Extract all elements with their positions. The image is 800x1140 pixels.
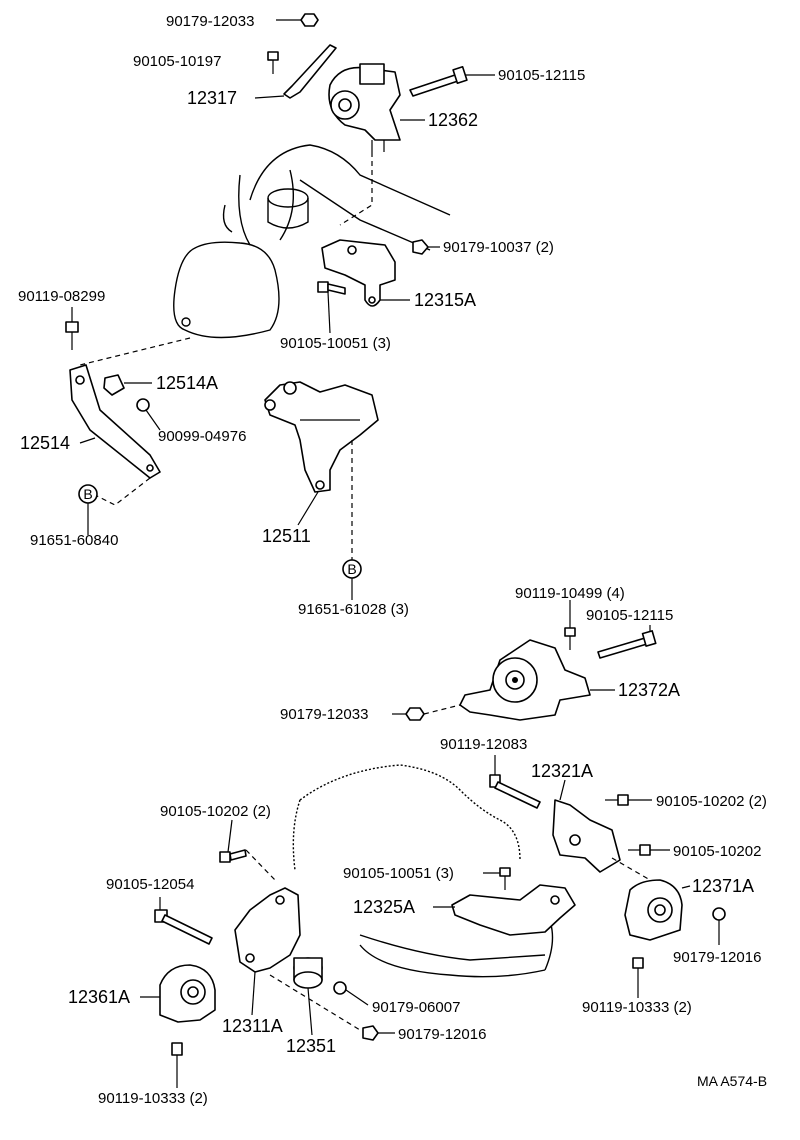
label-90105-10197: 90105-10197 <box>133 53 221 70</box>
bracket-12325A <box>451 884 576 936</box>
label-91651-60840: 91651-60840 <box>30 532 118 549</box>
label-90179-10037: 90179-10037 (2) <box>443 239 554 256</box>
label-12514: 12514 <box>20 433 70 453</box>
bushing-12514A <box>103 374 125 396</box>
nut-90179-06007 <box>333 981 347 995</box>
bolt-90119-10499 <box>564 627 576 650</box>
label-90105-10202-left: 90105-10202 (2) <box>160 803 271 820</box>
label-90105-12054: 90105-12054 <box>106 876 194 893</box>
label-12372A: 12372A <box>618 680 680 700</box>
label-90105-12115-top: 90105-12115 <box>498 67 585 84</box>
mount-12361A <box>159 964 216 1023</box>
bracket-12321A <box>552 799 621 873</box>
label-12325A: 12325A <box>353 897 415 917</box>
bolt-90119-10333-left <box>171 1042 183 1068</box>
marker-b-center: B <box>342 559 362 579</box>
bolt-90105-12115-mid <box>597 630 657 659</box>
label-90119-10333-left: 90119-10333 (2) <box>98 1090 208 1107</box>
bracket-12317 <box>283 44 337 99</box>
bolt-90105-10202-right <box>628 844 651 856</box>
bracket-12511 <box>264 381 379 493</box>
label-12371A: 12371A <box>692 876 754 896</box>
nut-90179-12016-right <box>712 907 726 921</box>
bolt-90119-08299 <box>65 321 79 350</box>
bushing-12351 <box>293 957 323 989</box>
label-90179-12016-left: 90179-12016 <box>398 1026 486 1043</box>
nut-90179-10037 <box>412 239 429 255</box>
label-90119-08299: 90119-08299 <box>18 288 105 305</box>
label-90179-12033-top: 90179-12033 <box>166 13 254 30</box>
label-90105-12115-mid: 90105-12115 <box>586 607 673 624</box>
figure-reference-code: MA A574-B <box>697 1073 767 1089</box>
nut-90099-04976 <box>136 398 150 412</box>
label-90105-10202-right: 90105-10202 <box>673 843 761 860</box>
label-12321A: 12321A <box>531 761 593 781</box>
mount-12362 <box>328 63 401 152</box>
nut-90179-12033-top <box>300 13 319 27</box>
label-12317: 12317 <box>187 88 237 108</box>
leader-lines <box>71 19 720 1088</box>
label-12311A: 12311A <box>222 1016 283 1036</box>
bolt-90119-10333-right <box>632 957 644 982</box>
label-90179-12033-mid: 90179-12033 <box>280 706 368 723</box>
nut-90179-12016-left <box>362 1025 379 1041</box>
label-91651-61028: 91651-61028 (3) <box>298 601 409 618</box>
bolt-90105-10051-top <box>317 281 346 295</box>
label-90105-10051-low: 90105-10051 (3) <box>343 865 454 882</box>
label-90179-06007: 90179-06007 <box>372 999 460 1016</box>
bolt-90119-12083 <box>489 774 541 809</box>
label-90105-10051-top: 90105-10051 (3) <box>280 335 391 352</box>
nut-90179-12033-mid <box>405 707 425 721</box>
bolt-90105-10197 <box>267 51 279 74</box>
label-90099-04976: 90099-04976 <box>158 428 246 445</box>
label-12315A: 12315A <box>414 290 476 310</box>
label-90105-10202-upper-right: 90105-10202 (2) <box>656 793 767 810</box>
label-90119-10499: 90119-10499 (4) <box>515 585 625 602</box>
marker-b-left: B <box>78 484 98 504</box>
marker-b-left-letter: B <box>83 486 92 502</box>
bracket-12514 <box>69 364 161 479</box>
label-90179-12016-right: 90179-12016 <box>673 949 761 966</box>
bolt-90105-10202-upper-right <box>605 794 629 806</box>
label-12514A: 12514A <box>156 373 218 393</box>
label-12361A: 12361A <box>68 987 130 1007</box>
label-90119-10333-right: 90119-10333 (2) <box>582 999 692 1016</box>
part-labels: 90179-12033 90105-10197 90105-12115 1231… <box>18 13 767 1107</box>
label-12351: 12351 <box>286 1036 336 1056</box>
bolt-90105-12115-top <box>409 65 468 97</box>
bolt-90105-10202-left <box>219 849 247 863</box>
engine-block-outline <box>173 144 451 339</box>
mount-12372A <box>459 639 591 721</box>
label-90119-12083: 90119-12083 <box>440 736 527 753</box>
bracket-12315A <box>321 239 396 307</box>
mount-12371A <box>624 879 683 941</box>
bracket-12311A <box>234 887 301 973</box>
label-12511: 12511 <box>262 526 311 546</box>
label-12362: 12362 <box>428 110 478 130</box>
bolt-90105-10051-low <box>499 867 511 890</box>
bolt-90105-12054 <box>154 909 213 945</box>
marker-b-center-letter: B <box>347 561 356 577</box>
